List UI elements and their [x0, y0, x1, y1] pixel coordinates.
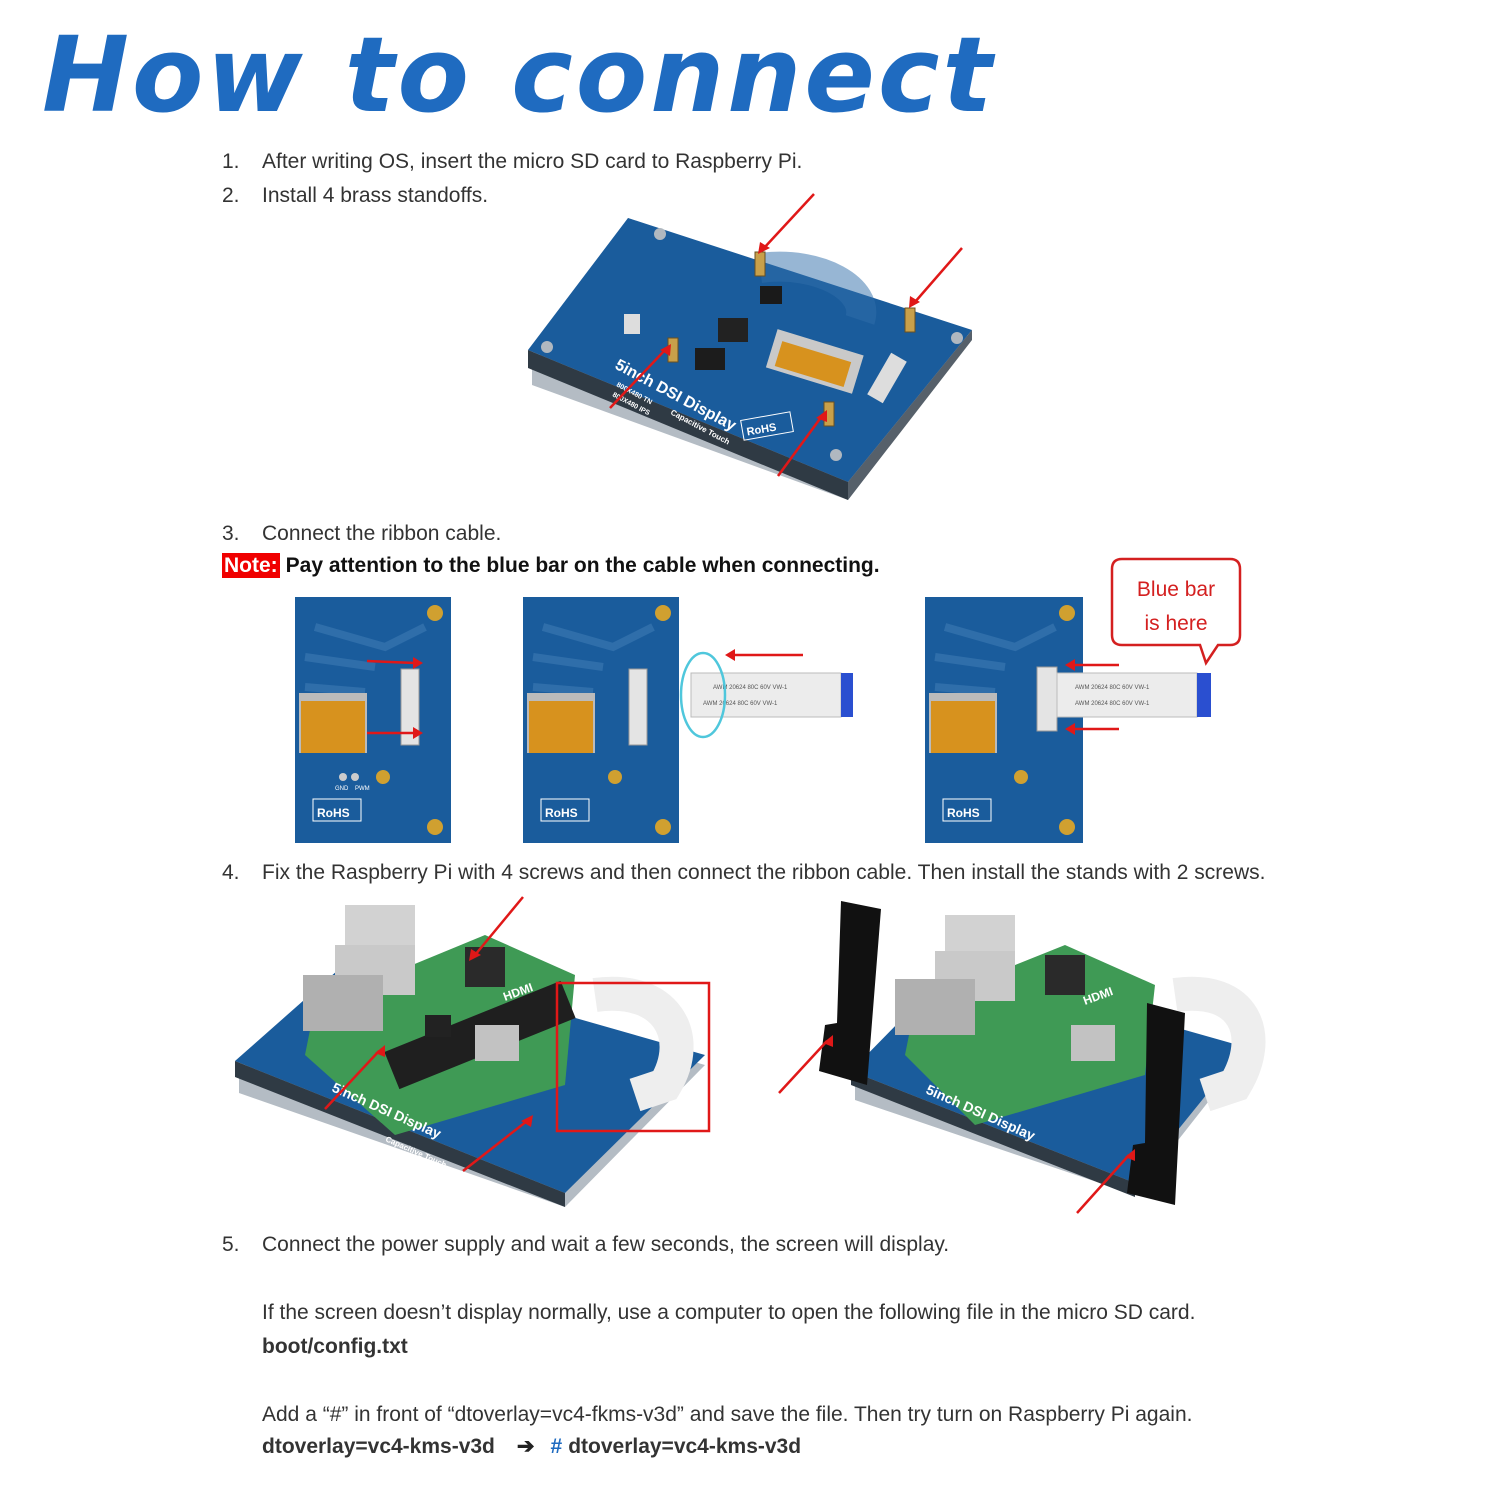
config-change-line: dtoverlay=vc4-kms-v3d➔#dtoverlay=vc4-kms… [262, 1434, 801, 1459]
callout-line-2: is here [1144, 612, 1208, 635]
ce-rohs-label: RoHS [545, 806, 578, 820]
ce-rohs-label: RoHS [317, 806, 350, 820]
step-1: 1. After writing OS, insert the micro SD … [222, 150, 802, 174]
step-text: Connect the power supply and wait a few … [262, 1233, 950, 1256]
step-number: 5. [222, 1233, 240, 1256]
step-number: 3. [222, 522, 240, 545]
step-number: 4. [222, 861, 240, 884]
note-tag: Note: [222, 553, 280, 578]
right-arrow-icon: ➔ [516, 1435, 535, 1458]
ribbon-cable-panel-3: RoHS AWM 20624 80C 60V VW-1 AWM 20624 80… [925, 597, 1211, 843]
troubleshoot-intro: If the screen doesn’t display normally, … [262, 1301, 1196, 1324]
ribbon-cable-panel-2: RoHS AWM 20624 80C 60V VW-1 AWM 20624 80… [523, 597, 853, 843]
callout-line-1: Blue bar [1136, 578, 1216, 601]
step-3: 3. Connect the ribbon cable. [222, 522, 501, 546]
note-text: Pay attention to the blue bar on the cab… [285, 554, 880, 577]
cable-text: AWM 20624 80C 60V VW-1 [713, 685, 788, 691]
stands-illustration: HDMI 5inch DSI Display [778, 901, 1266, 1214]
code-after: dtoverlay=vc4-kms-v3d [568, 1435, 802, 1458]
pwm-label: PWM [355, 786, 370, 792]
config-file-path: boot/config.txt [262, 1335, 408, 1358]
step-5: 5. Connect the power supply and wait a fe… [222, 1233, 949, 1257]
step-4: 4. Fix the Raspberry Pi with 4 screws and… [222, 861, 1265, 885]
code-before: dtoverlay=vc4-kms-v3d [262, 1435, 495, 1458]
page-title: How to connect [42, 14, 996, 136]
comment-hash: # [550, 1435, 563, 1458]
ribbon-cable-panel-1: GND PWM RoHS [295, 597, 451, 843]
callout-text: Blue bar is here [1110, 573, 1242, 641]
cable-text: AWM 20624 80C 60V VW-1 [1075, 685, 1150, 691]
step-text: Connect the ribbon cable. [262, 522, 502, 545]
ce-rohs-label: RoHS [947, 806, 980, 820]
cable-text: AWM 20624 80C 60V VW-1 [703, 701, 778, 707]
pi-mount-illustration: HDMI 5inch DSI Display Capacitive Touch [235, 896, 711, 1207]
cable-text: AWM 20624 80C 60V VW-1 [1075, 701, 1150, 707]
step-number: 2. [222, 184, 240, 207]
blue-bar-callout [1110, 557, 1242, 666]
standoffs-illustration: 5inch DSI Display 800X480 TN 800X480 IPS… [528, 193, 972, 500]
step-text: Install 4 brass standoffs. [262, 184, 489, 207]
step-number: 1. [222, 150, 240, 173]
board-rohs-label: RoHS [746, 421, 778, 438]
step-text: Fix the Raspberry Pi with 4 screws and t… [262, 861, 1266, 884]
step-text: After writing OS, insert the micro SD ca… [262, 150, 803, 173]
step-2: 2. Install 4 brass standoffs. [222, 184, 488, 208]
troubleshoot-instruction: Add a “#” in front of “dtoverlay=vc4-fkm… [262, 1403, 1193, 1426]
gnd-label: GND [335, 786, 349, 792]
note: Note:Pay attention to the blue bar on th… [222, 553, 880, 578]
